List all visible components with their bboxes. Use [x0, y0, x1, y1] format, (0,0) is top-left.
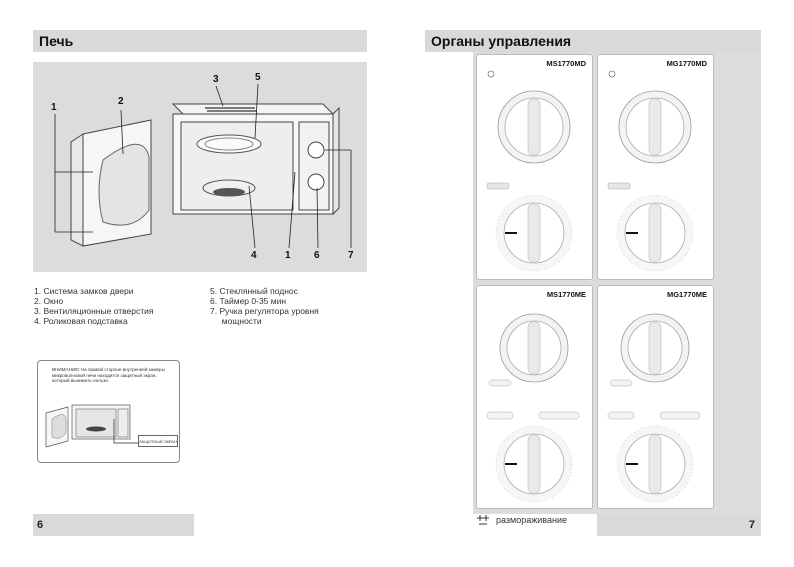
legend-item: 3. Вентиляционные отверстия — [34, 306, 154, 316]
right-page-title-bar: Органы управления — [425, 30, 761, 52]
defrost-legend: размораживание — [476, 514, 567, 526]
left-page-title: Печь — [39, 33, 74, 49]
legend-item: 6. Таймер 0-35 мин — [210, 296, 287, 306]
model-label: MG1770MD — [666, 59, 707, 68]
callout-7-power: 7 — [348, 250, 354, 261]
shield-warning-inset: ВНИМАНИЕ! На правой стороне внутренней к… — [37, 360, 180, 463]
callout-5-tray: 5 — [255, 72, 261, 83]
left-page-number-bar: 6 — [33, 514, 194, 536]
legend-item: 1. Система замков двери — [34, 286, 134, 296]
callout-1-door: 1 — [51, 102, 57, 113]
snowflake-icon — [477, 515, 489, 525]
panel-dials — [607, 313, 701, 503]
control-panel-mg1770me: MG1770ME — [597, 285, 714, 509]
legend-left: 1. Система замков двери 2. Окно 3. Венти… — [34, 286, 153, 326]
callout-2-window: 2 — [118, 96, 124, 107]
right-page-number-bar: 7 — [597, 514, 761, 536]
defrost-label: размораживание — [496, 515, 567, 525]
right-page-title: Органы управления — [431, 33, 572, 49]
legend-item: 7. Ручка регулятора уровня — [210, 306, 319, 316]
legend-item: 2. Окно — [34, 296, 64, 306]
callout-6-timer: 6 — [314, 250, 320, 261]
callout-4-roller: 4 — [251, 250, 257, 261]
oven-drawing — [54, 83, 352, 249]
inset-warning-text: ВНИМАНИЕ! На правой стороне внутренней к… — [52, 367, 165, 383]
legend-right: 5. Стеклянный поднос 6. Таймер 0-35 мин … — [210, 286, 319, 326]
right-page-number: 7 — [748, 519, 755, 531]
panel-dials — [486, 70, 573, 272]
model-label: MS1770ME — [546, 290, 586, 299]
legend-item: мощности — [210, 316, 262, 326]
control-panel-ms1770me: MS1770ME — [476, 285, 593, 509]
inset-shield-label: ЗАЩИТНЫЙ ЭКРАН — [138, 435, 178, 447]
callout-1-lock: 1 — [285, 250, 291, 261]
legend-item: 5. Стеклянный поднос — [210, 286, 298, 296]
oven-illustration: 1 2 3 5 4 1 6 7 — [33, 62, 367, 272]
model-label: MG1770ME — [666, 290, 707, 299]
left-page-title-bar: Печь — [33, 30, 367, 52]
legend-item: 4. Роликовая подставка — [34, 316, 128, 326]
model-label: MS1770MD — [546, 59, 586, 68]
control-panel-ms1770md: MS1770MD — [476, 54, 593, 280]
inset-oven-drawing — [45, 404, 138, 448]
left-page-number: 6 — [37, 519, 44, 531]
panel-dials — [486, 313, 580, 503]
panel-dials — [607, 70, 694, 272]
callout-3-vents: 3 — [213, 74, 219, 85]
control-panel-mg1770md: MG1770MD — [597, 54, 714, 280]
